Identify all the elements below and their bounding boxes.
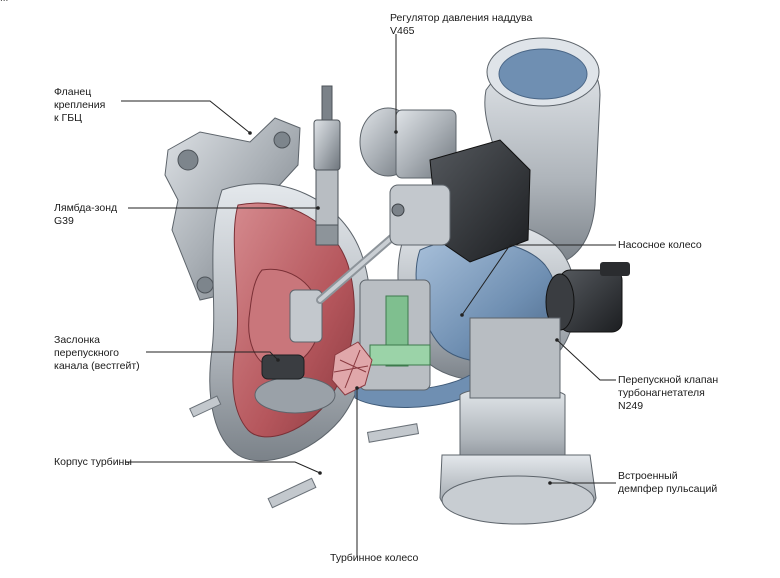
boost-pressure-regulator-part [359, 107, 531, 263]
leader-dots [248, 130, 559, 485]
center-section [359, 279, 431, 391]
label-boost-pressure-regulator: Регулятор давления наддува V465 [390, 12, 533, 37]
bypass-valve-part [545, 262, 630, 333]
lambda-sensor-part [313, 85, 341, 246]
leader-lines [121, 34, 616, 556]
label-wastegate: Заслонка перепускного канала (вестгейт) [54, 334, 140, 372]
label-lambda-sensor: Лямбда-зонд G39 [54, 202, 118, 227]
wastegate-linkage [261, 231, 399, 380]
bolts [189, 395, 420, 509]
turbine-wheel-part [331, 341, 373, 396]
label-bypass-valve: Перепускной клапан турбонагнетателя N249 [618, 374, 719, 412]
label-turbine-wheel: Турбинное колесо [330, 552, 419, 564]
clipped-top-text: ... [0, 0, 140, 5]
label-turbine-housing: Корпус турбины [54, 456, 132, 468]
label-pulsation-damper: Встроенный демпфер пульсаций [618, 470, 718, 495]
label-compressor-wheel: Насосное колесо [618, 239, 702, 251]
pulsation-damper-part [439, 317, 597, 525]
label-flange: Фланец крепления к ГБЦ [54, 86, 106, 124]
